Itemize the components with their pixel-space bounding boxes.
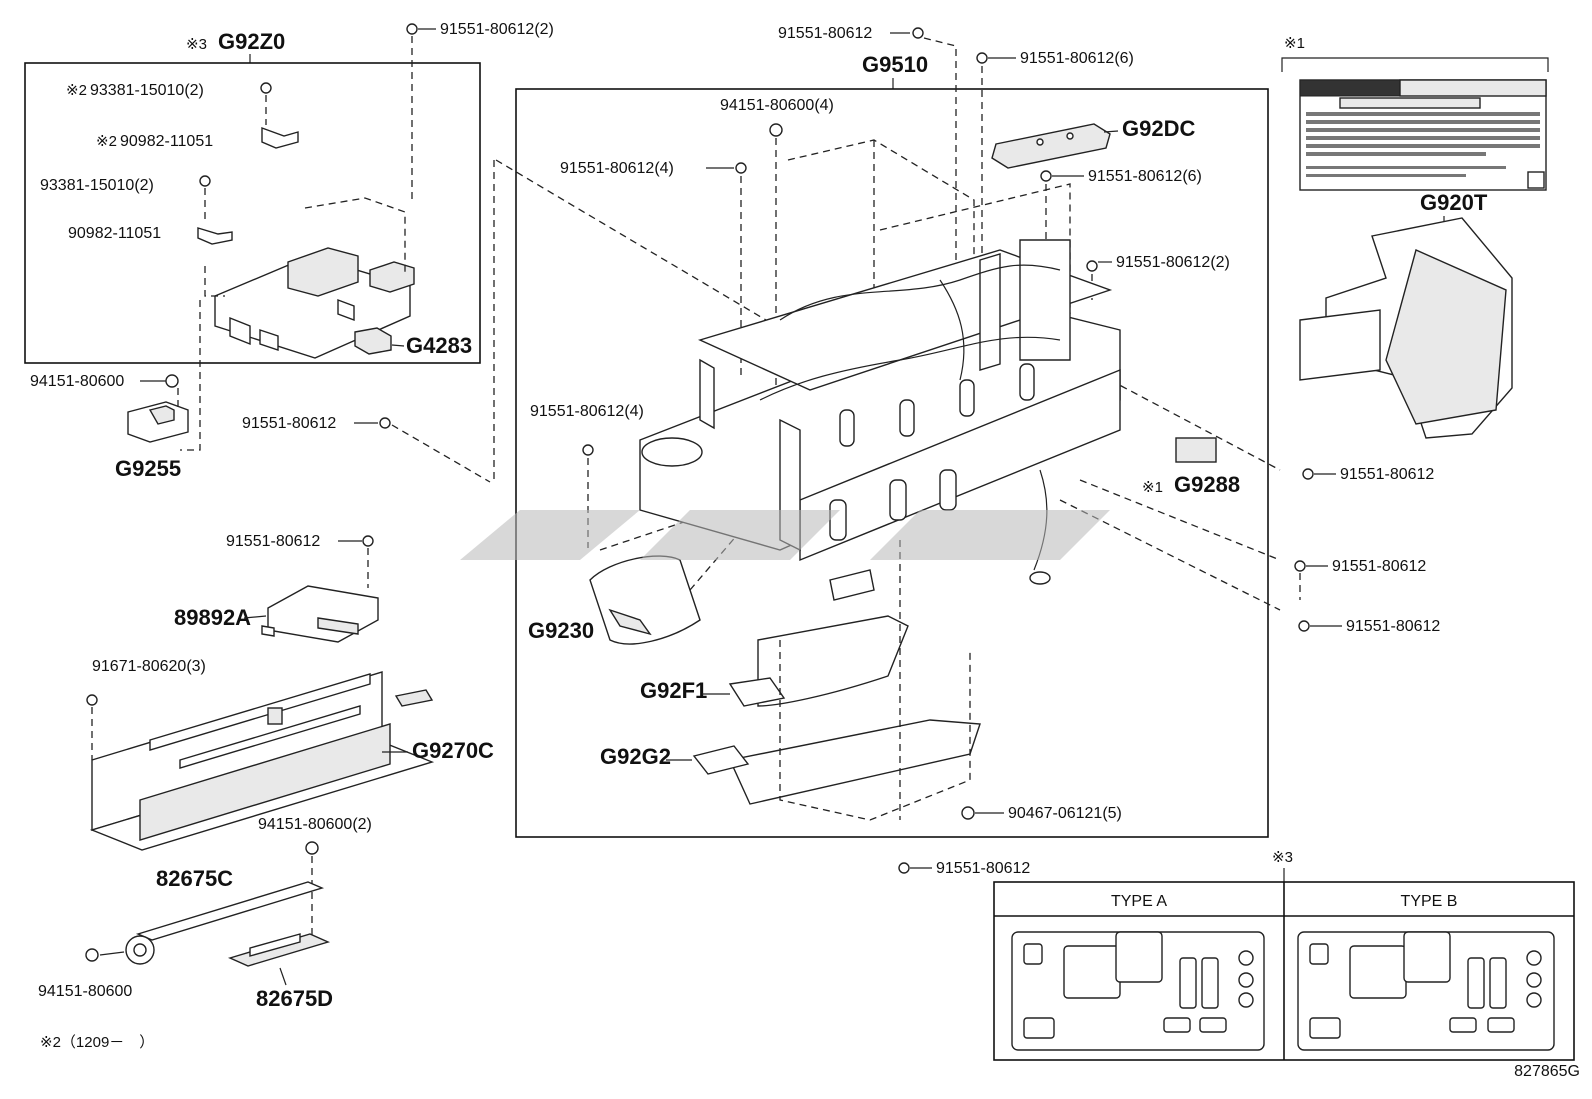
duct-g9230-icon	[589, 555, 701, 645]
duct-g92f1-icon	[728, 615, 909, 707]
bolt-icon	[86, 694, 98, 760]
code-g9230: G9230	[528, 618, 594, 643]
part-number-93381-15010-b: 93381-15010(2)	[40, 177, 154, 194]
code-g92g2: G92G2	[600, 744, 671, 769]
nut-icon	[85, 948, 99, 962]
connector-g4283-icon	[354, 327, 392, 355]
note-mark-2b: ※2	[96, 133, 117, 150]
diagram-code: 827865G	[1514, 1063, 1580, 1080]
note-mark-1a: ※1	[1284, 35, 1305, 52]
watermark-logo	[460, 510, 1110, 560]
part-number-90982-11051-b: 90982-11051	[68, 225, 161, 242]
bolt-icon	[362, 535, 374, 588]
part-number-91551-80612-6-a: 91551-80612(6)	[1020, 50, 1134, 67]
ecu-89892a-icon	[261, 585, 379, 643]
bolt-icon	[1302, 468, 1314, 480]
part-number-93381-15010-a: 93381-15010(2)	[90, 82, 204, 99]
code-82675c: 82675C	[156, 866, 233, 891]
duct-g92g2-icon	[692, 719, 981, 805]
part-number-94151-80600-2: 94151-80600(2)	[258, 816, 372, 833]
part-number-91551-80612-bottom: 91551-80612	[936, 860, 1030, 877]
cable-82675d-icon	[227, 933, 331, 967]
inverter-g9270c-icon	[89, 671, 435, 851]
g9510-frame	[515, 88, 1269, 838]
part-number-94151-80600-b: 94151-80600	[38, 983, 132, 1000]
note-range: ※2（1209－ ）	[40, 1034, 154, 1051]
nut-icon	[165, 374, 179, 388]
code-g4283: G4283	[406, 333, 472, 358]
note-mark-1b: ※1	[1142, 479, 1163, 496]
type-a-title: TYPE A	[1111, 893, 1167, 910]
cover-g920t-icon	[1299, 217, 1513, 439]
sensor-g9255-icon	[127, 401, 189, 443]
group-code-g9510: G9510	[862, 52, 928, 77]
part-number-91551-80612-r2: 91551-80612	[1332, 558, 1426, 575]
nut-icon	[961, 806, 975, 820]
bracket-icon	[197, 227, 233, 245]
bolt-icon	[1294, 560, 1306, 600]
code-89892a: 89892A	[174, 605, 251, 630]
note-mark-2a: ※2	[66, 82, 87, 99]
code-82675d: 82675D	[256, 986, 333, 1011]
note-mark-3b: ※3	[1272, 849, 1293, 866]
part-number-90467-06121-5: 90467-06121(5)	[1008, 805, 1122, 822]
part-number-91551-80612-4-b: 91551-80612(4)	[530, 403, 644, 420]
part-number-91551-80612-r1: 91551-80612	[1340, 466, 1434, 483]
part-number-91551-80612-top: 91551-80612	[778, 25, 872, 42]
part-number-91551-80612-2-r: 91551-80612(2)	[1116, 254, 1230, 271]
note-mark-3: ※3	[186, 36, 207, 53]
bolt-icon	[912, 27, 924, 39]
part-number-91551-80612-6-b: 91551-80612(6)	[1088, 168, 1202, 185]
type-a-board-icon	[1011, 931, 1265, 1051]
code-g9255: G9255	[115, 456, 181, 481]
part-number-94151-80600-a: 94151-80600	[30, 373, 124, 390]
bolt-icon	[1298, 620, 1310, 632]
part-number-90982-11051-a: 90982-11051	[120, 133, 213, 150]
code-g92f1: G92F1	[640, 678, 707, 703]
code-g9270c: G9270C	[412, 738, 494, 763]
cable-82675c-icon	[125, 881, 325, 965]
part-number-91551-80612-4-a: 91551-80612(4)	[560, 160, 674, 177]
bolt-icon	[379, 417, 391, 429]
code-g92dc: G92DC	[1122, 116, 1195, 141]
screw-icon	[199, 175, 211, 222]
part-number-91671-80620-3: 91671-80620(3)	[92, 658, 206, 675]
module-slots-icon	[829, 363, 1035, 541]
label-g9288-icon	[1175, 437, 1217, 463]
type-b-board-icon	[1297, 931, 1555, 1051]
bolt-icon	[406, 23, 418, 200]
bracket-icon	[261, 127, 299, 149]
part-number-91551-80612-left: 91551-80612	[242, 415, 336, 432]
g92z0-frame	[24, 62, 481, 364]
bolt-icon	[898, 862, 910, 874]
code-g9288: G9288	[1174, 472, 1240, 497]
part-number-91551-80612-ecu: 91551-80612	[226, 533, 320, 550]
part-number-91551-80612-2-tl: 91551-80612(2)	[440, 21, 554, 38]
part-number-91551-80612-r3: 91551-80612	[1346, 618, 1440, 635]
bracket-g92dc-icon	[991, 123, 1111, 169]
type-b-title: TYPE B	[1401, 893, 1458, 910]
caution-label-icon	[1299, 79, 1547, 191]
screw-icon	[260, 82, 272, 125]
g92z0-group: ※3 G92Z0 ※2 93381-15010(2) ※2 90982-1105…	[24, 29, 481, 364]
code-g920t: G920T	[1420, 190, 1488, 215]
group-code-g92z0: G92Z0	[218, 29, 285, 54]
part-number-94151-80600-4: 94151-80600(4)	[720, 97, 834, 114]
nut-icon	[305, 841, 319, 940]
